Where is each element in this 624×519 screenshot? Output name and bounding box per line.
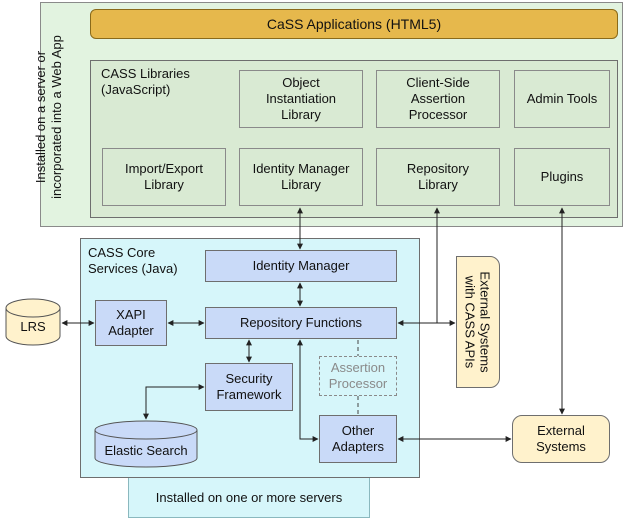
elastic-search-database-icon <box>94 420 198 468</box>
external-systems-cass-apis: External Systems with CASS APIs <box>456 256 500 388</box>
object-instantiation-library: Object Instantiation Library <box>239 70 363 128</box>
elastic-search-label: Elastic Search <box>104 443 188 458</box>
applications-bar: CaSS Applications (HTML5) <box>90 9 618 39</box>
admin-tools: Admin Tools <box>514 70 610 128</box>
lrs-database-icon <box>5 298 61 346</box>
servers-label: Installed on one or more servers <box>128 478 370 518</box>
arrow-repository-other-adapters <box>297 339 319 442</box>
other-adapters: Other Adapters <box>319 415 397 463</box>
lrs-label: LRS <box>20 319 46 334</box>
assertion-processor-box: Assertion Processor <box>319 356 397 396</box>
arrow-repository-library <box>397 207 440 326</box>
security-framework: Security Framework <box>205 363 293 411</box>
identity-manager-service: Identity Manager <box>205 250 397 282</box>
import-export-library: Import/Export Library <box>102 148 226 206</box>
external-systems: External Systems <box>512 415 610 463</box>
repository-functions: Repository Functions <box>205 307 397 339</box>
plugins: Plugins <box>514 148 610 206</box>
assertion-processor-box-label: Assertion Processor <box>328 360 388 391</box>
repository-library: Repository Library <box>376 148 500 206</box>
core-services-title: CASS Core Services (Java) <box>88 245 178 276</box>
client-side-assertion-processor: Client-Side Assertion Processor <box>376 70 500 128</box>
identity-manager-library: Identity Manager Library <box>239 148 363 206</box>
xapi-adapter: XAPI Adapter <box>95 300 167 346</box>
libraries-title: CASS Libraries (JavaScript) <box>101 66 190 97</box>
arrow-security-elastic <box>143 384 205 420</box>
